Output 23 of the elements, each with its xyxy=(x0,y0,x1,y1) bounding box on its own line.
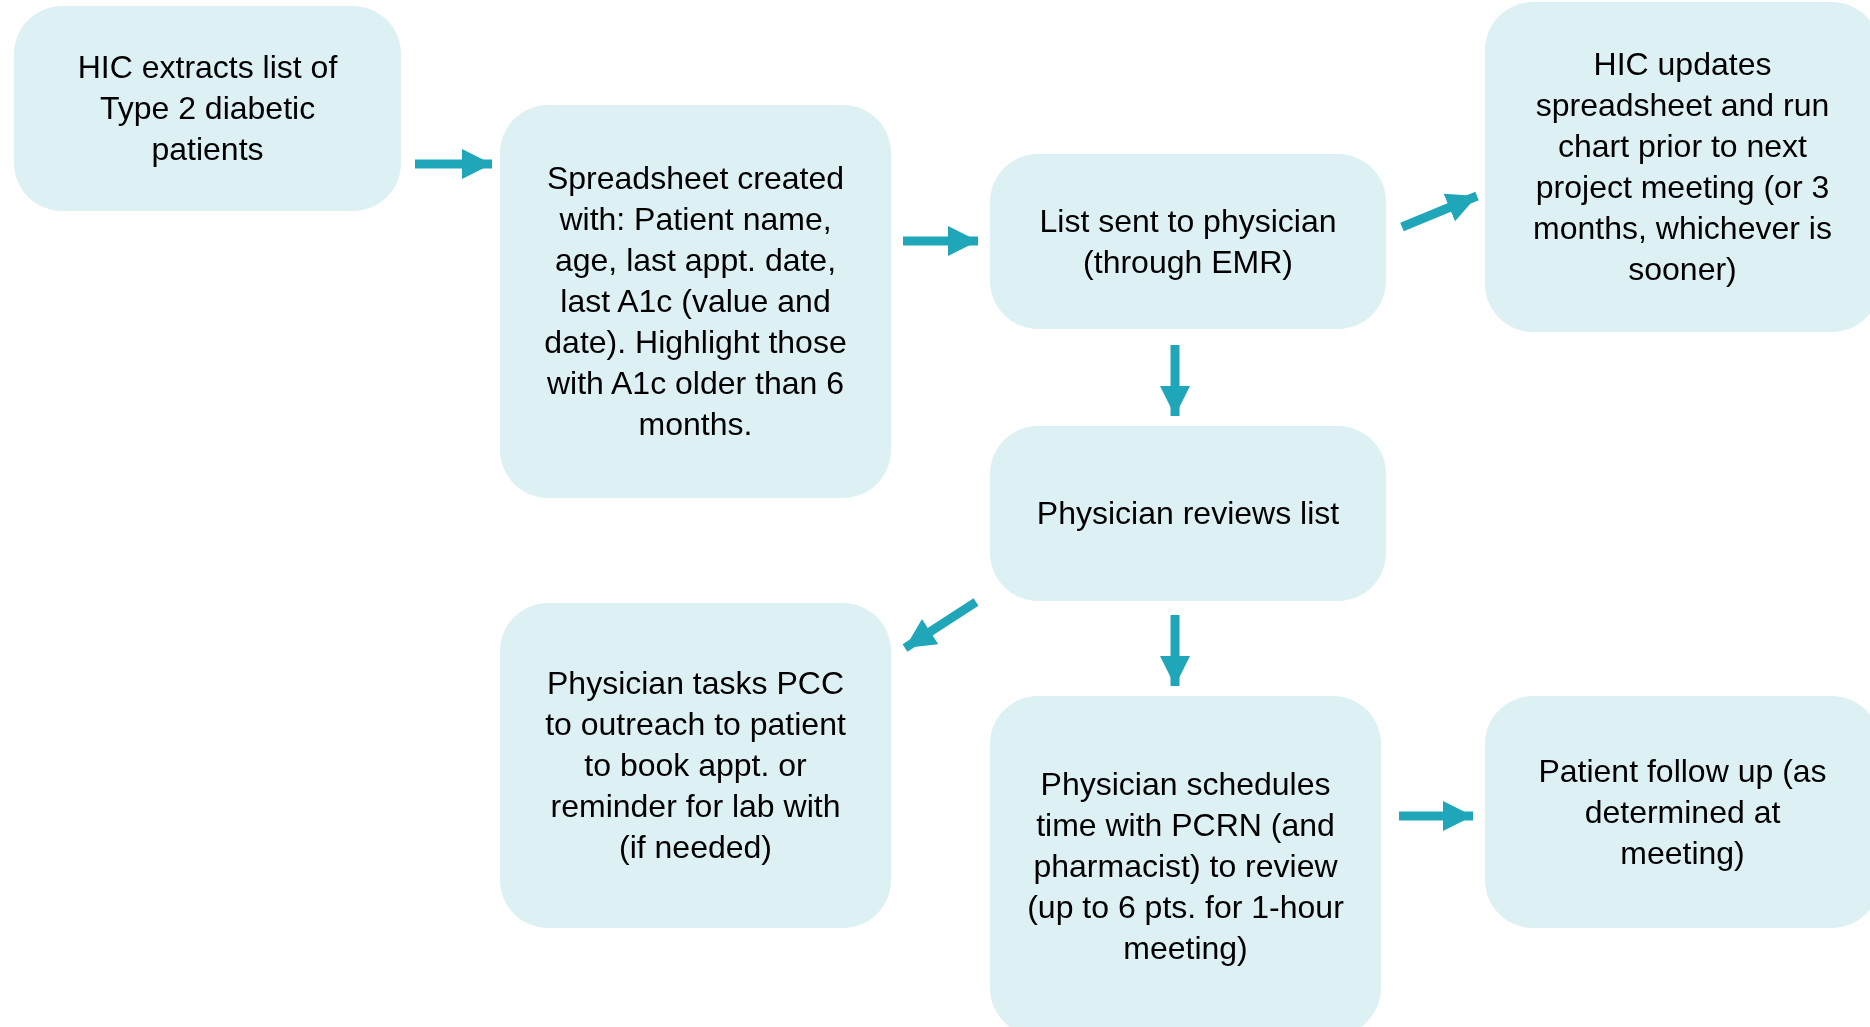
process-box xyxy=(990,696,1381,1027)
step-text: Physician tasks PCC to outreach to patient to book appt. or reminder for lab with (if needed) xyxy=(544,664,847,867)
arrow xyxy=(1160,345,1190,416)
step-text: List sent to physician (through EMR) xyxy=(1038,201,1338,282)
step-text: Spreadsheet created with: Patient name, age, last appt. date, last A1c (value and date). Highlight those with A1c older than 6 months. xyxy=(543,159,848,444)
step-text: HIC updates spreadsheet and run chart prior to next project meeting (or 3 months, whichever is sooner) xyxy=(1532,45,1833,289)
arrow xyxy=(1400,191,1479,232)
arrow xyxy=(1399,801,1473,831)
step-text: Physician schedules time with PCRN (and pharmacist) to review (up to 6 pts. for 1-hour meeting) xyxy=(1026,764,1345,968)
arrow xyxy=(902,598,979,652)
process-box xyxy=(500,105,891,498)
step-text: Physician reviews list xyxy=(1036,494,1340,533)
arrow xyxy=(1160,615,1190,686)
process-box xyxy=(1485,2,1870,332)
process-box xyxy=(1485,696,1870,928)
arrow xyxy=(415,149,492,179)
process-box xyxy=(500,603,891,928)
step-text: HIC extracts list of Type 2 diabetic patients xyxy=(76,48,339,169)
process-box xyxy=(990,154,1386,329)
step-text: Patient follow up (as determined at meeting) xyxy=(1537,751,1828,873)
process-box xyxy=(14,6,401,211)
arrow xyxy=(903,226,978,256)
process-box xyxy=(990,426,1386,601)
